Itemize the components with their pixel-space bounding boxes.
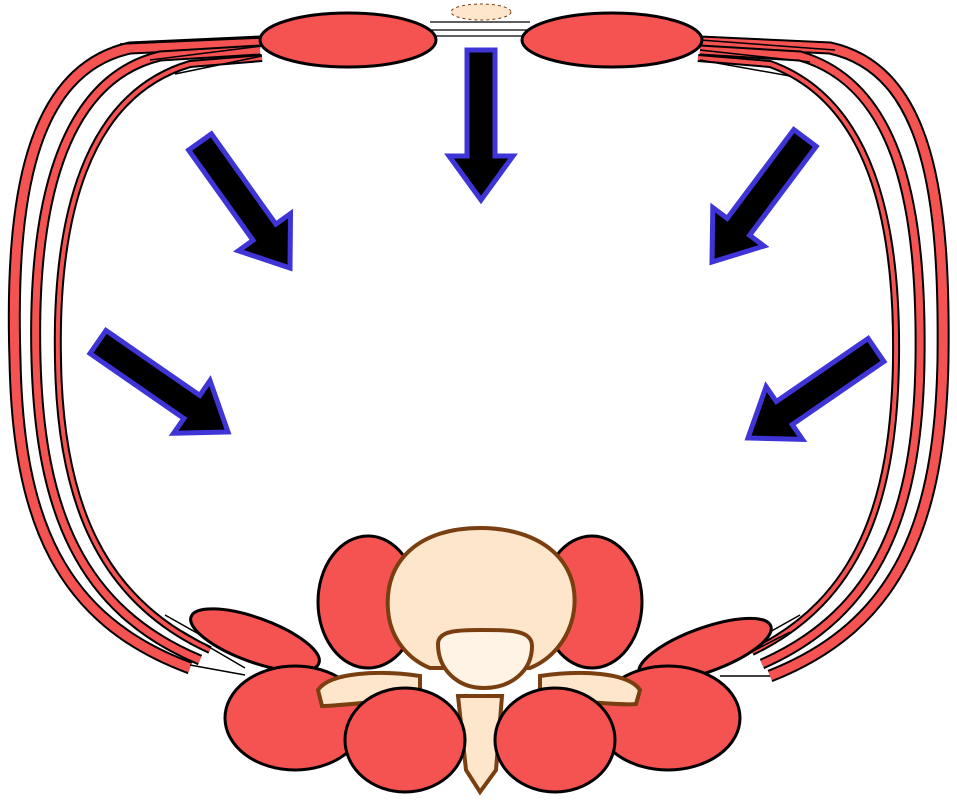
pressure-arrows xyxy=(90,50,884,439)
right-wall-outer-band xyxy=(700,42,943,676)
left-erector-spinae xyxy=(345,688,465,792)
vertebral-foramen xyxy=(438,630,532,688)
right-erector-spinae xyxy=(495,688,615,792)
arrow-upper-right xyxy=(712,130,816,262)
arrow-lower-right xyxy=(748,339,884,440)
linea-alba xyxy=(430,22,530,36)
umbilicus xyxy=(451,4,511,20)
right-wall-outer-band-fill xyxy=(700,42,943,676)
arrow-top-center xyxy=(449,50,513,200)
left-rectus-muscle xyxy=(260,13,436,67)
arrow-lower-left xyxy=(90,331,228,434)
right-abdominal-wall xyxy=(698,40,943,676)
right-rectus-muscle xyxy=(522,13,702,67)
arrow-upper-left xyxy=(189,134,291,268)
